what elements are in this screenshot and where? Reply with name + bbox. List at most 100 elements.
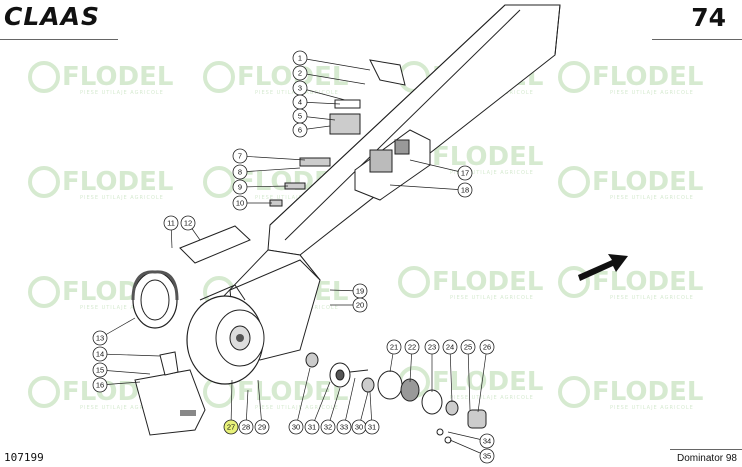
leader-line bbox=[477, 346, 488, 413]
callout-bubble bbox=[163, 215, 179, 231]
leader-line bbox=[343, 377, 356, 428]
leader-line bbox=[467, 346, 471, 411]
leader-line bbox=[239, 155, 306, 161]
watermark-emblem bbox=[203, 166, 235, 198]
leader-line bbox=[389, 184, 466, 191]
watermark-emblem bbox=[558, 166, 590, 198]
machine-model: Dominator 98 bbox=[676, 453, 737, 464]
callout-bubble bbox=[292, 50, 308, 66]
watermark-text: FLODEL bbox=[62, 62, 173, 92]
watermark-subtitle: PIESE UTILAJE AGRICOLE bbox=[450, 295, 534, 301]
callout-number: 20 bbox=[356, 301, 364, 310]
callout-bubble bbox=[460, 339, 476, 355]
callout-35: 35 bbox=[449, 439, 495, 464]
callout-32: 32 bbox=[320, 387, 341, 435]
callout-18: 18 bbox=[389, 182, 473, 198]
callout-2: 2 bbox=[292, 65, 366, 85]
callout-bubble bbox=[232, 148, 248, 164]
callout-bubble bbox=[364, 419, 380, 435]
callout-12: 12 bbox=[180, 215, 201, 241]
callout-5: 5 bbox=[292, 108, 336, 124]
callout-number: 28 bbox=[242, 423, 250, 432]
callout-number: 25 bbox=[464, 343, 472, 352]
watermark-subtitle: PIESE UTILAJE AGRICOLE bbox=[80, 305, 164, 311]
watermark-subtitle: PIESE UTILAJE AGRICOLE bbox=[255, 195, 339, 201]
callout-31: 31 bbox=[304, 381, 331, 435]
callout-number: 14 bbox=[96, 350, 104, 359]
callout-number: 26 bbox=[483, 343, 491, 352]
watermark-subtitle: PIESE UTILAJE AGRICOLE bbox=[80, 195, 164, 201]
watermark-subtitle: PIESE UTILAJE AGRICOLE bbox=[610, 295, 694, 301]
watermark-emblem bbox=[203, 61, 235, 93]
watermark-subtitle: PIESE UTILAJE AGRICOLE bbox=[80, 405, 164, 411]
callout-bubble bbox=[92, 362, 108, 378]
cover-plate bbox=[179, 225, 251, 264]
callout-23: 23 bbox=[424, 339, 440, 392]
callout-number: 3 bbox=[298, 84, 302, 93]
callout-bubble bbox=[352, 297, 368, 313]
callout-number: 12 bbox=[184, 219, 192, 228]
callout-number: 11 bbox=[167, 219, 175, 228]
watermark-text: FLODEL bbox=[592, 167, 703, 197]
callout-number: 32 bbox=[324, 423, 332, 432]
callout-19: 19 bbox=[329, 283, 368, 299]
callout-1: 1 bbox=[292, 50, 371, 71]
callout-bubble bbox=[479, 339, 495, 355]
watermark-text: FLODEL bbox=[592, 377, 703, 407]
watermark-emblem bbox=[558, 61, 590, 93]
watermark-emblem bbox=[28, 276, 60, 308]
callout-number: 30 bbox=[292, 423, 300, 432]
watermark-emblem bbox=[558, 376, 590, 408]
callout-6: 6 bbox=[292, 122, 331, 138]
watermark-subtitle: PIESE UTILAJE AGRICOLE bbox=[610, 405, 694, 411]
leader-line bbox=[239, 167, 301, 173]
callout-10: 10 bbox=[232, 195, 272, 211]
leader-line bbox=[295, 367, 311, 428]
callout-number: 23 bbox=[428, 343, 436, 352]
header-rule-left bbox=[0, 39, 118, 40]
callout-number: 35 bbox=[483, 452, 491, 461]
callout-bubble bbox=[386, 339, 402, 355]
leader-line bbox=[311, 381, 331, 428]
footer-rule bbox=[670, 449, 742, 450]
callout-number: 27 bbox=[227, 423, 235, 432]
watermark-emblem bbox=[28, 61, 60, 93]
top-bracket-parts bbox=[269, 59, 406, 207]
header-rule-right bbox=[652, 39, 742, 40]
callout-bubble bbox=[232, 179, 248, 195]
callout-number: 18 bbox=[461, 186, 469, 195]
callout-number: 13 bbox=[96, 334, 104, 343]
callout-26: 26 bbox=[477, 339, 495, 413]
wear-ring bbox=[131, 270, 179, 329]
callout-34: 34 bbox=[447, 431, 495, 449]
leader-line bbox=[239, 185, 289, 188]
document-code: 107199 bbox=[4, 451, 44, 464]
callout-4: 4 bbox=[292, 94, 341, 110]
callout-number: 30 bbox=[355, 423, 363, 432]
watermark-text: FLODEL bbox=[432, 142, 543, 172]
callout-24: 24 bbox=[442, 339, 458, 403]
callout-number: 5 bbox=[298, 112, 302, 121]
callout-bubble bbox=[254, 419, 270, 435]
callout-number: 6 bbox=[298, 126, 302, 135]
callout-22: 22 bbox=[404, 339, 420, 383]
callout-bubble bbox=[92, 330, 108, 346]
callout-number: 19 bbox=[356, 287, 364, 296]
callout-bubble bbox=[92, 377, 108, 393]
claas-logo: CLAAS bbox=[4, 2, 100, 31]
callout-30: 30 bbox=[288, 367, 311, 435]
guard-shoe bbox=[134, 351, 206, 436]
watermark-subtitle: PIESE UTILAJE AGRICOLE bbox=[610, 90, 694, 96]
callout-number: 9 bbox=[238, 183, 242, 192]
callout-bubble bbox=[479, 448, 495, 464]
watermark-subtitle: PIESE UTILAJE AGRICOLE bbox=[610, 195, 694, 201]
leader-line bbox=[409, 159, 466, 174]
leader-line bbox=[299, 72, 366, 85]
